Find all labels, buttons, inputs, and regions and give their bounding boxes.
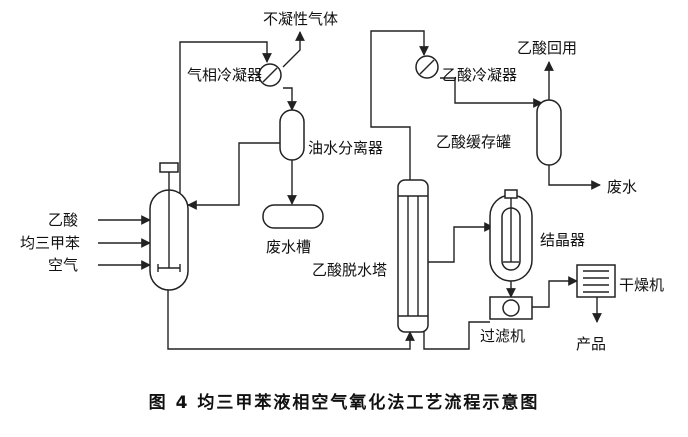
pipe-separator-to-reactor <box>187 142 280 210</box>
reactor <box>149 162 189 291</box>
label-acetic-acid-buffer-tank: 乙酸缓存罐 <box>436 133 511 151</box>
label-gas-phase-condenser: 气相冷凝器 <box>187 66 262 84</box>
dryer <box>576 264 616 298</box>
pipe-reactor-to-tower <box>167 290 415 350</box>
pipe-reactor-to-gas-condenser <box>179 41 272 195</box>
pipe-condenser-to-separator <box>283 87 297 111</box>
label-product: 产品 <box>576 335 606 353</box>
pipe-tower-to-acid-condenser <box>370 30 429 180</box>
figure-caption: 图 4 均三甲苯液相空气氧化法工艺流程示意图 <box>149 392 540 413</box>
pipe-noncondensable-vent <box>282 31 305 68</box>
label-crystallizer: 结晶器 <box>540 231 585 249</box>
label-feed-mesitylene: 均三甲苯 <box>20 234 80 252</box>
label-feed-acetic-acid: 乙酸 <box>48 211 78 229</box>
pipe-filter-to-dryer <box>532 276 578 308</box>
label-waste-water: 废水 <box>607 178 637 196</box>
label-acetic-acid-condenser: 乙酸冷凝器 <box>442 66 517 84</box>
label-waste-water-tank: 废水槽 <box>266 238 311 256</box>
crystallizer <box>489 189 533 282</box>
label-filter: 过滤机 <box>480 327 525 345</box>
pipe-buffer-to-waste <box>548 165 601 190</box>
gas-condenser <box>258 63 282 87</box>
filter <box>489 296 533 320</box>
label-noncondensable-gas: 不凝性气体 <box>263 10 338 28</box>
pipelines <box>98 30 602 350</box>
waste-water-tank <box>262 204 324 229</box>
pipe-tower-to-crystallizer <box>428 222 494 263</box>
label-oil-water-separator: 油水分离器 <box>308 139 383 157</box>
acetic-acid-buffer-tank <box>536 99 562 166</box>
label-dehydration-tower: 乙酸脱水塔 <box>312 261 387 279</box>
oil-water-separator <box>279 109 305 161</box>
pipe-tower-bottom-return <box>423 321 490 350</box>
dehydration-tower <box>397 179 429 333</box>
acid-condenser <box>415 55 439 79</box>
pipe-acid-condenser-to-buffer <box>440 77 543 108</box>
label-acetic-acid-recycle: 乙酸回用 <box>517 39 577 57</box>
label-dryer: 干燥机 <box>619 276 664 294</box>
label-feed-air: 空气 <box>48 256 78 274</box>
